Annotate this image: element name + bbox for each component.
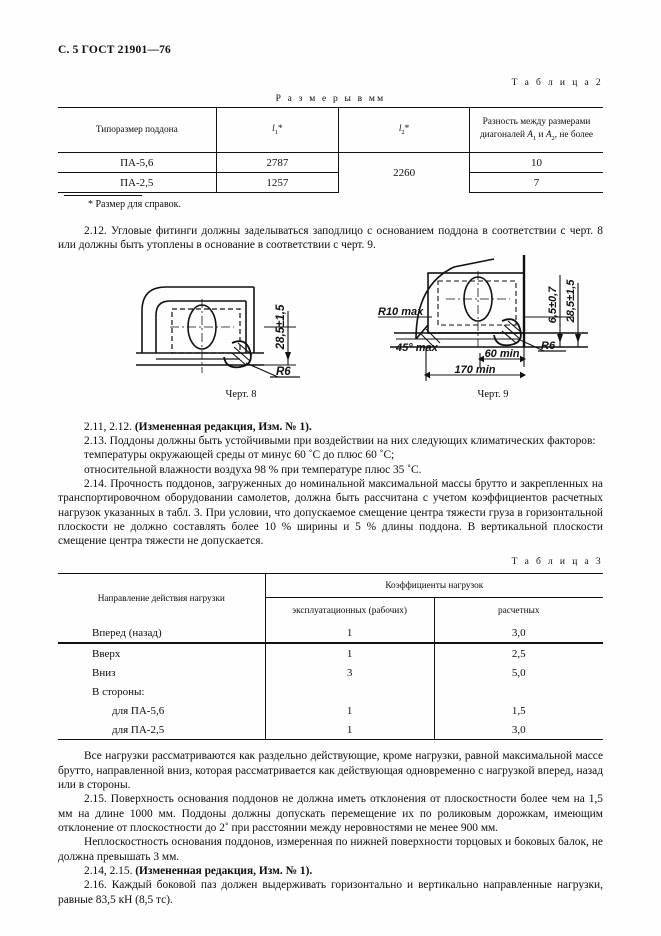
table-row: для ПА-5,6 1 1,5 (58, 701, 603, 721)
paragraph-2-13: 2.13. Поддоны должны быть устойчивыми пр… (84, 434, 596, 447)
fig9-label-w170: 170 min (455, 364, 496, 376)
table3-group-header: Коэффициенты нагрузок (264, 573, 603, 599)
paragraph-2-14-2-15-revision: 2.14, 2.15. (Измененная редакция, Изм. №… (58, 864, 603, 878)
figure-8-caption: Черт. 8 (225, 388, 257, 400)
table2-header-row: Типоразмер поддона l1* l2* Разность межд… (58, 107, 603, 153)
table2-col3-subscript: 2 (401, 128, 405, 136)
table-row: Вверх 1 2,5 (58, 643, 603, 664)
table3-r5-oper: 1 (264, 720, 435, 741)
table2: Типоразмер поддона l1* l2* Разность межд… (58, 107, 603, 193)
table3: Направление действия нагрузки Коэффициен… (58, 573, 603, 741)
footnote-text: * Размер для справок. (88, 199, 181, 210)
table2-col4-line2: диагоналей A1 и A2, не более (473, 129, 600, 144)
table3-r2-oper: 3 (264, 663, 435, 683)
table3-r4-calc: 1,5 (433, 701, 603, 721)
table2-r1-diag: 7 (468, 172, 603, 193)
table2-r1-l1: 1257 (215, 172, 339, 193)
table3-r4-dir: для ПА-5,6 (112, 704, 165, 717)
paragraph-all-loads: Все нагрузки рассматриваются как раздель… (58, 750, 603, 792)
table2-col4-line1: Разность между размерами (482, 117, 591, 128)
table3-col2-header: эксплуатационных (рабочих) (264, 597, 435, 624)
table3-r4-oper: 1 (264, 701, 435, 721)
table3-r1-calc: 2,5 (433, 643, 603, 664)
table2-col1-header: Типоразмер поддона (58, 107, 217, 153)
figure-9-caption: Черт. 9 (477, 388, 509, 400)
table2-r0-diag: 10 (468, 152, 603, 173)
fig9-label-radius: R6 (541, 340, 556, 352)
table3-col1-header: Направление действия нагрузки (58, 573, 266, 624)
table2-col4-a1-sub: 1 (532, 134, 537, 142)
table-row: Вперед (назад) 1 3,0 (58, 623, 603, 645)
fig9-label-h285: 28,5±1,5 (565, 278, 577, 323)
page-content: С. 5 ГОСТ 21901—76 Т а б л и ц а 2 Р а з… (58, 44, 603, 907)
table3-col3-header: расчетных (433, 597, 603, 624)
table2-col3-star: * (404, 123, 410, 134)
table2-col4-diag-word: диагоналей (479, 129, 528, 140)
table2-col2-star: * (277, 123, 283, 134)
table3-number-label: Т а б л и ц а 3 (511, 557, 603, 568)
figure-9: R10 max 45° max 60 min 170 min (378, 254, 588, 381)
fig8-label-height: 28,5±1,5 (275, 304, 287, 350)
table-row: для ПА-2,5 1 3,0 (58, 720, 603, 741)
paragraph-nonflatness: Неплоскостность основания поддонов, изме… (58, 836, 603, 863)
table3-r2-dir: Вниз (92, 666, 116, 679)
running-head: С. 5 ГОСТ 21901—76 (58, 44, 171, 56)
table-row: ПА-2,5 1257 7 (58, 172, 603, 193)
revision-number-2: 2.14, 2.15. (84, 864, 136, 877)
paragraph-2-11-2-12-revision: 2.11, 2.12. (Измененная редакция, Изм. №… (58, 420, 603, 434)
fig9-label-angle: 45° max (395, 342, 439, 354)
table2-l2-merged: 2260 (338, 152, 470, 193)
table2-col3-header: l2* (338, 107, 470, 153)
table2-r0-l1: 2787 (215, 152, 339, 173)
table3-r1-dir: Вверх (92, 647, 121, 660)
table2-col2-header: l1* (215, 107, 339, 153)
table3-r1-oper: 1 (264, 643, 435, 664)
revision-note-2: (Измененная редакция, Изм. № 1). (135, 864, 313, 877)
table2-units-caption: Р а з м е р ы в мм (275, 94, 386, 104)
fig9-label-r10: R10 max (378, 306, 424, 318)
table2-col4-header: Разность между размерами диагоналей A1 и… (468, 107, 603, 153)
table2-col4-a1: A (527, 129, 533, 140)
table2-col2-symbol: l (272, 123, 275, 134)
table2-col4-tail: , не более (554, 129, 593, 140)
table2-number-label: Т а б л и ц а 2 (511, 78, 603, 88)
table2-col3-symbol: l (398, 123, 402, 134)
table2-col4-a2: A (545, 129, 552, 140)
table3-r0-calc: 3,0 (433, 623, 603, 645)
fig8-label-radius: R6 (276, 366, 291, 378)
table2-r0-type: ПА-5,6 (58, 152, 217, 173)
table3-r5-calc: 3,0 (433, 720, 603, 741)
fig9-label-h65: 6,5±0,7 (547, 285, 559, 323)
table2-col4-a2-sub: 2 (551, 134, 555, 142)
table-row: В стороны: (58, 682, 603, 702)
paragraph-2-14: 2.14. Прочность поддонов, загруженных до… (58, 477, 603, 548)
table3-r2-calc: 5,0 (433, 663, 603, 683)
table3-r0-dir: Вперед (назад) (58, 623, 266, 645)
table3-r0-oper: 1 (264, 623, 435, 645)
table-row: ПА-5,6 2787 2260 10 (58, 152, 603, 193)
paragraph-2-13-item-a: температуры окружающей среды от минус 60… (84, 449, 395, 462)
table2-col2-subscript: 1 (274, 128, 278, 136)
table3-r5-dir: для ПА-2,5 (58, 720, 266, 741)
table3-r3-dir: В стороны: (92, 685, 145, 698)
paragraph-2-16: 2.16. Каждый боковой паз должен выдержив… (58, 879, 603, 906)
table3-header-row-1: Направление действия нагрузки Коэффициен… (58, 573, 603, 624)
revision-number: 2.11, 2.12. (84, 420, 135, 433)
fig9-label-w60: 60 min (485, 348, 520, 360)
revision-note: (Измененная редакция, Изм. № 1). (134, 420, 312, 433)
table2-r1-type: ПА-2,5 (58, 172, 217, 193)
table2-footnote: * Размер для справок. (58, 195, 603, 210)
paragraph-2-13-item-b: относительной влажности воздуха 98 % при… (84, 463, 422, 476)
figure-8: 28,5±1,5 R6 (136, 285, 300, 378)
table3-r3-oper (264, 682, 435, 702)
table-row: Вниз 3 5,0 (58, 663, 603, 683)
footnote-rule (64, 195, 142, 196)
paragraph-2-15: 2.15. Поверхность основания поддонов не … (58, 793, 603, 834)
table2-col4-and: и (536, 129, 546, 140)
paragraph-2-12: 2.12. Угловые фитинги должны заделыватьс… (58, 225, 603, 252)
table3-header-row-2: эксплуатационных (рабочих) расчетных (58, 597, 603, 624)
table3-r3-calc (433, 682, 603, 702)
figures-row: 28,5±1,5 R6 Черт. 8 (58, 254, 603, 411)
